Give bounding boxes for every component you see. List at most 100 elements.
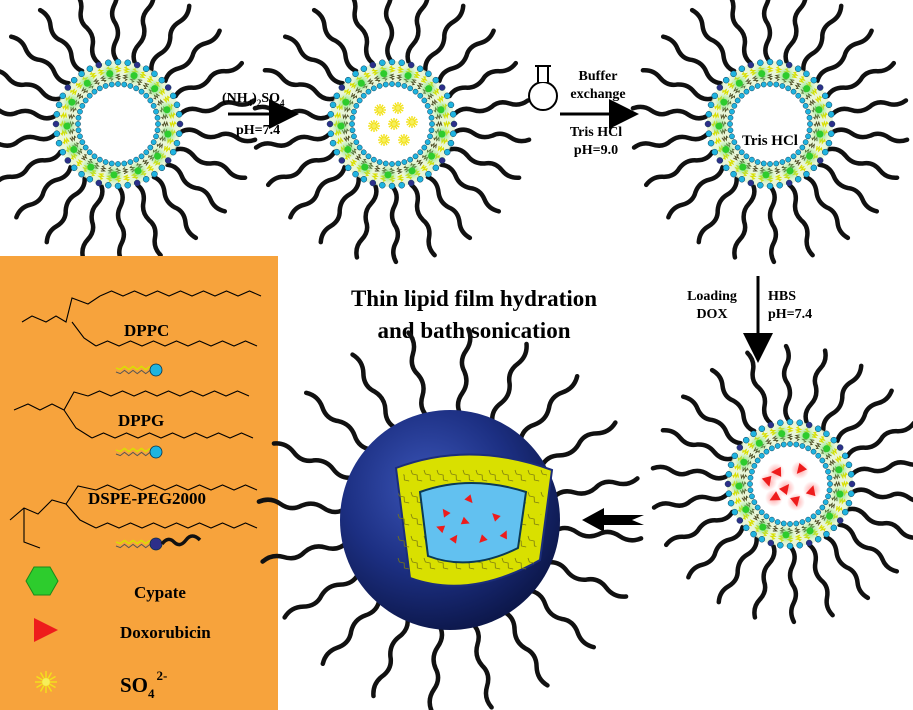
cypate-dot [110, 171, 118, 179]
liposome-ammonium-sulfate [252, 0, 532, 265]
outer-head [369, 61, 377, 69]
inner-head [376, 83, 383, 89]
section-tail [501, 469, 514, 482]
outer-head [725, 490, 733, 497]
inner-head [738, 92, 745, 99]
inner-head [143, 149, 150, 156]
peg-chain [303, 390, 374, 452]
outer-head [407, 179, 415, 187]
inner-head [407, 85, 414, 92]
peg-chain [405, 0, 430, 65]
inner-head [147, 97, 154, 104]
inner-head [743, 88, 750, 95]
mini-tail [115, 447, 151, 453]
section-tail [397, 535, 410, 548]
peg-chain [650, 464, 729, 481]
peg-chain [371, 614, 410, 699]
outer-head [53, 111, 61, 118]
section-tail [488, 469, 501, 482]
peg-chain [470, 621, 494, 710]
lipid-tail [794, 534, 803, 542]
lipid-tail [766, 65, 774, 73]
lipid-tail [76, 159, 83, 167]
cypate-dot [758, 70, 766, 78]
cypate-dot [835, 466, 843, 474]
peg-chain [256, 497, 347, 515]
center-title-line1: Thin lipid film hydration [351, 286, 597, 311]
cypate-dot [826, 512, 834, 520]
outer-head [398, 59, 405, 67]
inner-head [349, 121, 355, 127]
outer-head [716, 157, 724, 164]
inner-head [356, 97, 363, 104]
outer-head [95, 179, 103, 187]
lipid-tail [828, 458, 836, 466]
lipid-tail [388, 65, 396, 73]
outer-head [805, 539, 813, 547]
inner-head [738, 149, 745, 156]
peg-chain [0, 132, 58, 148]
outer-head [360, 175, 368, 183]
outer-head [416, 65, 424, 73]
outer-head [124, 181, 131, 189]
step3-left-line2: DOX [696, 307, 727, 322]
cypate-dot [134, 167, 142, 175]
dox-triangle [449, 534, 458, 544]
outer-head [329, 139, 337, 147]
inner-head [751, 499, 758, 506]
legend-dspe-peg-label: DSPE-PEG2000 [88, 489, 206, 508]
lipid-tail [100, 165, 107, 172]
outer-head [821, 148, 829, 156]
peg-chain [350, 352, 399, 431]
inner-head [760, 160, 767, 167]
peg-chain [831, 127, 910, 144]
inner-head [427, 133, 433, 140]
outer-head [823, 430, 830, 438]
peg-chain [80, 183, 105, 260]
inner-head [758, 452, 765, 459]
inner-head [155, 121, 161, 127]
outer-head [707, 101, 715, 109]
inner-head [143, 92, 150, 99]
inner-head [115, 161, 121, 167]
section-tail [410, 513, 423, 526]
cypate-dot [425, 85, 433, 93]
center-title-line2: and bath sonication [377, 318, 570, 343]
inner-head [427, 108, 433, 115]
inner-head [779, 159, 786, 165]
outer-head [796, 419, 803, 427]
mini-head [149, 445, 163, 459]
inner-head [819, 504, 826, 511]
inner-head [424, 102, 431, 109]
peg-chain [260, 540, 349, 564]
peg-chain [783, 0, 808, 65]
outer-head [369, 179, 377, 187]
cypate-dot [782, 531, 790, 539]
inner-head [417, 92, 424, 99]
outer-head [176, 120, 184, 128]
inner-head [743, 153, 750, 160]
inner-head [758, 509, 765, 516]
step3-right-line1: HBS [768, 289, 796, 304]
outer-head [766, 58, 774, 66]
inner-head [150, 139, 157, 146]
lipid-tail [343, 135, 351, 143]
sulfate-center [371, 123, 377, 129]
inner-head [822, 499, 829, 506]
inner-head [79, 139, 86, 146]
inner-head [121, 81, 128, 88]
outer-head [379, 181, 386, 189]
lipid-tail [841, 480, 849, 488]
lipid-tail [828, 502, 835, 509]
lipid-tail [794, 527, 801, 535]
inner-head [790, 88, 797, 95]
inner-head [825, 493, 831, 500]
inner-head [819, 457, 826, 464]
peg-chain [803, 348, 828, 425]
peg-chain [801, 3, 844, 72]
section-tail [410, 491, 423, 504]
outer-head [333, 148, 341, 156]
cypate-dot [803, 85, 811, 93]
peg-chain [835, 388, 894, 444]
